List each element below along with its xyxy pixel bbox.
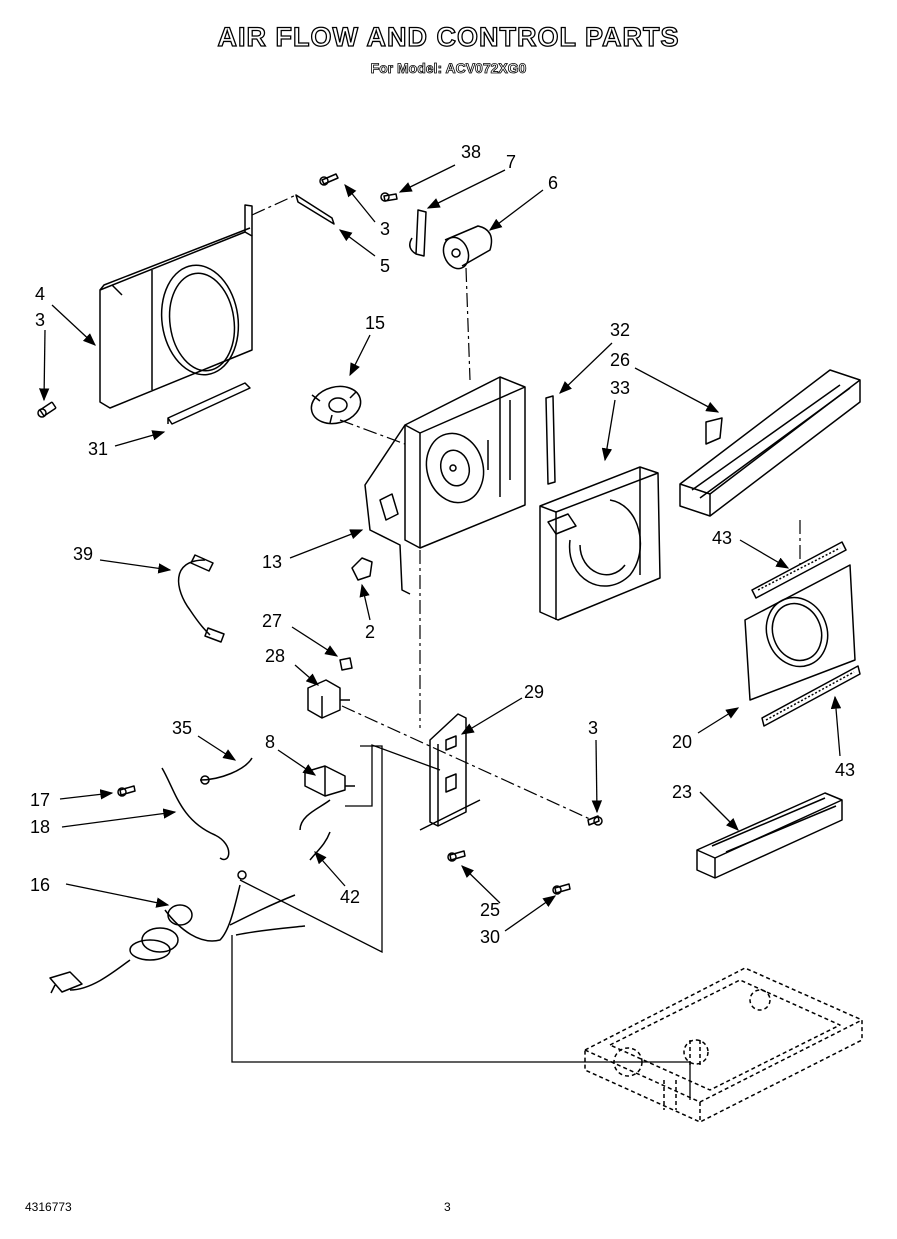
part-16-cord [49, 870, 306, 994]
part-26-duct [679, 369, 861, 517]
callout-31: 31 [88, 439, 108, 459]
part-39-harness [177, 559, 211, 636]
part-front-panel [99, 204, 253, 409]
callout-16: 16 [30, 875, 50, 895]
part-29-bracket [419, 713, 481, 831]
callout-32: 32 [610, 320, 630, 340]
callout-13: 13 [262, 552, 282, 572]
part-18-harness [161, 767, 230, 861]
callout-labels: 38 7 6 3 5 4 3 15 32 26 33 31 39 13 2 43… [30, 142, 855, 947]
callout-17: 17 [30, 790, 50, 810]
callout-20: 20 [672, 732, 692, 752]
callout-6: 6 [548, 173, 558, 193]
callout-3-left: 3 [35, 310, 45, 330]
callout-27: 27 [262, 611, 282, 631]
part-23-tray [696, 792, 843, 879]
part-42-tube [309, 831, 331, 861]
model-subtitle: For Model: ACV072XG0 [370, 60, 527, 77]
callout-15: 15 [365, 313, 385, 333]
part-32-strip [545, 395, 556, 485]
part-35-sensor [199, 757, 253, 781]
callout-43-upper: 43 [712, 528, 732, 548]
part-28-switch [307, 679, 350, 719]
page-title: AIR FLOW AND CONTROL PARTS [217, 21, 680, 52]
callout-42: 42 [340, 887, 360, 907]
part-5-bracket [295, 194, 335, 225]
callout-25: 25 [480, 900, 500, 920]
callout-5: 5 [380, 256, 390, 276]
callout-2: 2 [365, 622, 375, 642]
part-33-scroll [539, 466, 661, 621]
part-6-capacitor [442, 225, 493, 270]
callout-3-top: 3 [380, 219, 390, 239]
part-43-upper [751, 541, 847, 599]
callout-39: 39 [73, 544, 93, 564]
callout-29: 29 [524, 682, 544, 702]
part-31-strip [167, 382, 251, 425]
callout-38: 38 [461, 142, 481, 162]
base-pan [584, 967, 863, 1123]
part-2-bracket [351, 557, 373, 581]
part-number: 4316773 [25, 1200, 72, 1214]
callout-8: 8 [265, 732, 275, 752]
callout-35: 35 [172, 718, 192, 738]
callout-28: 28 [265, 646, 285, 666]
page-number: 3 [444, 1200, 451, 1214]
callout-4: 4 [35, 284, 45, 304]
callout-3-right: 3 [588, 718, 598, 738]
part-13-partition [364, 376, 526, 595]
callout-43-lower: 43 [835, 760, 855, 780]
callout-33: 33 [610, 378, 630, 398]
screws [37, 173, 603, 895]
part-20-orifice [744, 564, 856, 701]
part-7-clip [409, 209, 427, 257]
part-43-lower [761, 665, 861, 727]
part-27-knob [339, 657, 353, 671]
part-8-thermostat [299, 765, 355, 831]
callout-7: 7 [506, 152, 516, 172]
callout-26: 26 [610, 350, 630, 370]
part-15-fan-hub [310, 385, 362, 425]
callout-18: 18 [30, 817, 50, 837]
callout-23: 23 [672, 782, 692, 802]
callout-30: 30 [480, 927, 500, 947]
